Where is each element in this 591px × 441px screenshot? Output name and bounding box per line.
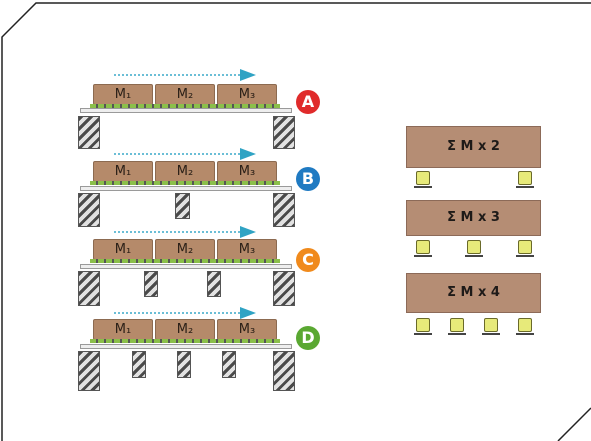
- conveyor-plank-a: [80, 108, 292, 113]
- pillar-d-right: [273, 351, 295, 391]
- arrow-c-icon: [114, 226, 256, 238]
- pillar-c-right: [273, 271, 295, 306]
- support-3-3-icon: [516, 240, 534, 257]
- total-load-box-2: Σ M x 2: [406, 126, 541, 168]
- box-m1-d: M₁: [93, 319, 153, 340]
- box-m3-d: M₃: [217, 319, 277, 340]
- conveyor-plank-c: [80, 264, 292, 269]
- pillar-d-mid-1: [132, 351, 146, 378]
- pillar-d-left: [78, 351, 100, 391]
- support-4-2-icon: [448, 318, 466, 335]
- pillar-d-mid-3: [222, 351, 236, 378]
- support-4-3-icon: [482, 318, 500, 335]
- contact-strip-d: [90, 339, 280, 343]
- total-load-box-3: Σ M x 3: [406, 200, 541, 236]
- support-4-1-icon: [414, 318, 432, 335]
- badge-b: B: [296, 167, 320, 191]
- total-load-box-4: Σ M x 4: [406, 273, 541, 313]
- pillar-c-left: [78, 271, 100, 306]
- contact-strip-c: [90, 259, 280, 263]
- box-m3-a: M₃: [217, 84, 277, 105]
- box-m3-b: M₃: [217, 161, 277, 182]
- badge-d: D: [296, 326, 320, 350]
- box-m2-b: M₂: [155, 161, 215, 182]
- pillar-b-left: [78, 193, 100, 227]
- box-m1-b: M₁: [93, 161, 153, 182]
- box-m2-d: M₂: [155, 319, 215, 340]
- badge-a: A: [296, 90, 320, 114]
- arrow-d-icon: [114, 307, 256, 319]
- pillar-c-mid-1: [144, 271, 158, 297]
- box-m2-c: M₂: [155, 239, 215, 260]
- box-m1-a: M₁: [93, 84, 153, 105]
- arrow-b-icon: [114, 148, 256, 160]
- support-3-1-icon: [414, 240, 432, 257]
- support-2-2-icon: [516, 171, 534, 188]
- contact-strip-b: [90, 181, 280, 185]
- conveyor-plank-d: [80, 344, 292, 349]
- arrow-a-icon: [114, 69, 256, 81]
- support-3-2-icon: [465, 240, 483, 257]
- pillar-b-middle: [175, 193, 190, 219]
- box-m3-c: M₃: [217, 239, 277, 260]
- contact-strip-a: [90, 104, 280, 108]
- pillar-a-left: [78, 116, 100, 149]
- box-m1-c: M₁: [93, 239, 153, 260]
- pillar-b-right: [273, 193, 295, 227]
- conveyor-plank-b: [80, 186, 292, 191]
- support-4-4-icon: [516, 318, 534, 335]
- pillar-c-mid-2: [207, 271, 221, 297]
- badge-c: C: [296, 248, 320, 272]
- support-2-1-icon: [414, 171, 432, 188]
- pillar-a-right: [273, 116, 295, 149]
- box-m2-a: M₂: [155, 84, 215, 105]
- pillar-d-mid-2: [177, 351, 191, 378]
